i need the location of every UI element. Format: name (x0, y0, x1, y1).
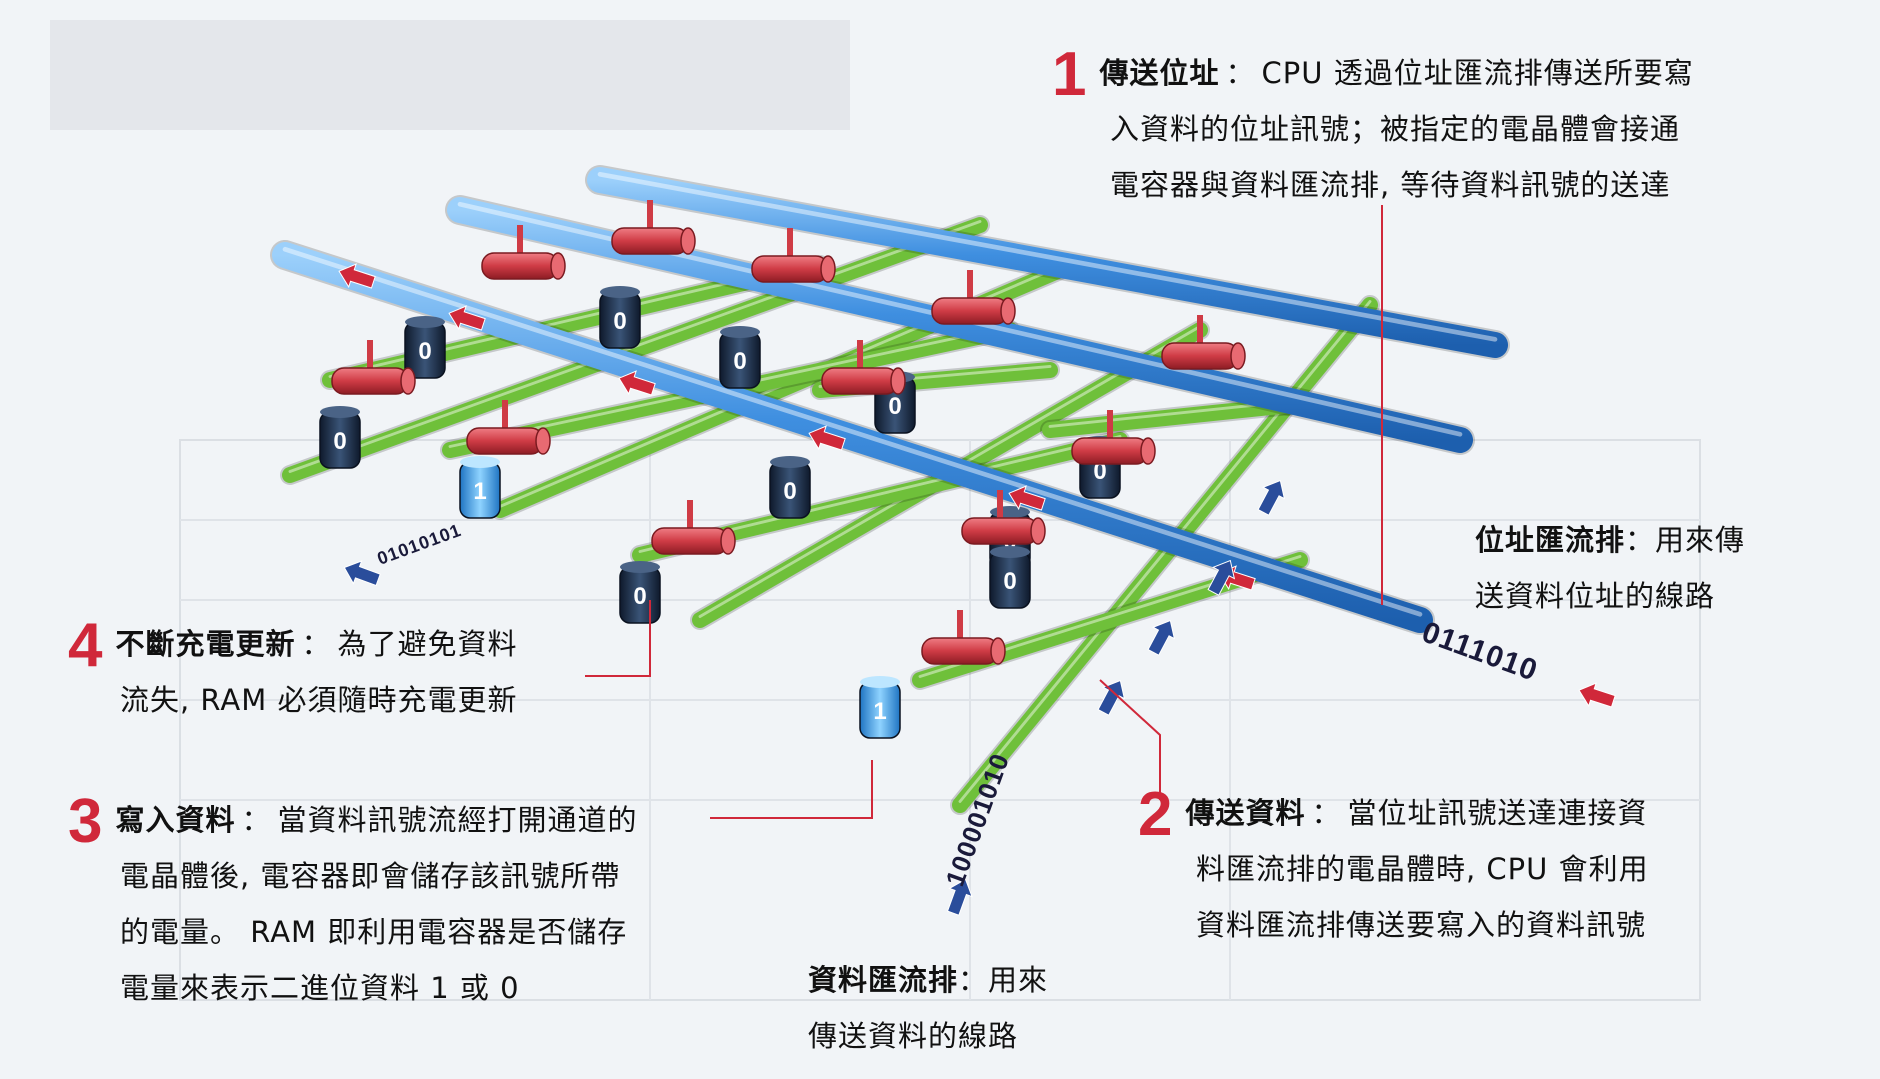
callout-step3: 3 寫入資料：當資料訊號流經打開通道的 電晶體後, 電容器即會儲存該訊號所帶 的… (68, 787, 638, 1006)
capacitor-top (460, 456, 500, 468)
callout-step2: 2 傳送資料：當位址訊號送達連接資 料匯流排的電晶體時, CPU 會利用 資料匯… (1138, 780, 1649, 943)
address-signal-arrow-4 (618, 370, 656, 396)
capacitor-top (620, 561, 660, 573)
transistor (931, 297, 1009, 325)
capacitor-top (860, 676, 900, 688)
transistor-end (820, 255, 836, 283)
capacitor-value: 1 (473, 478, 486, 505)
step1-title: 傳送位址 (1099, 56, 1220, 90)
leader-lines (585, 205, 1383, 819)
address-bus-title: 位址匯流排 (1475, 523, 1626, 557)
transistor-end (400, 367, 416, 395)
transistor-end (990, 637, 1006, 665)
data-signal-arrow-4 (1257, 479, 1286, 516)
transistor-end (1230, 342, 1246, 370)
data-input-arrow (946, 878, 973, 916)
capacitor-value: 0 (418, 338, 431, 365)
capacitor-value: 0 (1003, 568, 1016, 595)
leader-step2 (1099, 679, 1161, 800)
data-signal-arrow-1 (1097, 679, 1126, 716)
address-bit-string: 0111010 (1418, 616, 1543, 688)
transistor-end (720, 527, 736, 555)
capacitor-top (770, 456, 810, 468)
memory-cell-5: 0 (1079, 315, 1246, 499)
step3-number: 3 (68, 787, 104, 856)
step2-number: 2 (1138, 780, 1174, 849)
address-signal-arrow-5 (448, 305, 486, 331)
data-signal-arrow-3 (1207, 559, 1236, 596)
capacitor-value: 0 (613, 308, 626, 335)
step4-title: 不斷充電更新 (115, 627, 296, 661)
address-line-1 (585, 165, 1510, 360)
memory-cell-11: 1 (859, 610, 1006, 739)
transistor (481, 252, 559, 280)
step2-title: 傳送資料 (1185, 796, 1306, 830)
transistor-end (890, 367, 906, 395)
memory-cell-8: 0 (769, 340, 906, 519)
transistor (331, 367, 409, 395)
step4-number: 4 (68, 611, 104, 680)
capacitor-value: 0 (888, 393, 901, 420)
address-signal-arrow-2 (1008, 485, 1046, 511)
address-input-arrow (1578, 682, 1616, 708)
transistor (961, 517, 1039, 545)
capacitor-value: 0 (733, 348, 746, 375)
step1-line2: 入資料的位址訊號；被指定的電晶體會接通 (1110, 112, 1681, 146)
transistor-end (1140, 437, 1156, 465)
step1-line1: 傳送位址：CPU 透過位址匯流排傳送所要寫 (1099, 56, 1694, 90)
capacitor-value: 0 (633, 583, 646, 610)
outflow-arrow (343, 560, 381, 587)
memory-cell-12: 0 (961, 490, 1046, 609)
capacitor-top (720, 326, 760, 338)
data-bus-title: 資料匯流排 (808, 963, 959, 997)
background-print (50, 20, 1701, 1001)
row-line-5 (1040, 395, 1300, 440)
transistor (1071, 437, 1149, 465)
address-signal-arrow-6 (338, 263, 376, 289)
memory-cell-6: 0 (319, 340, 416, 469)
memory-cell-2: 0 (599, 200, 696, 349)
leader-step4 (585, 600, 651, 677)
transistor (466, 427, 544, 455)
capacitor-value: 0 (783, 478, 796, 505)
capacitor-top (405, 316, 445, 328)
memory-cells: 000000100010 (319, 200, 1246, 739)
memory-cell-7: 1 (459, 400, 551, 519)
transistor (751, 255, 829, 283)
capacitor-top (990, 506, 1030, 518)
transistor-end (535, 427, 551, 455)
transistor-end (550, 252, 566, 280)
capacitor-top (600, 286, 640, 298)
transistor (651, 527, 729, 555)
capacitor-value: 1 (873, 698, 886, 725)
leader-step3 (710, 760, 873, 819)
capacitor-top (320, 406, 360, 418)
callout-step1: 1 傳送位址：CPU 透過位址匯流排傳送所要寫 入資料的位址訊號；被指定的電晶體… (1052, 40, 1694, 213)
transistor (821, 367, 899, 395)
data-signal-arrow-2 (1147, 619, 1176, 656)
memory-cell-1: 0 (404, 225, 566, 379)
outflow-bit-string: 01010101 (375, 520, 465, 569)
transistor (921, 637, 999, 665)
address-signal-arrow-3 (808, 425, 846, 451)
transistor-end (1030, 517, 1046, 545)
transistor-end (1000, 297, 1016, 325)
step1-number: 1 (1052, 40, 1088, 109)
caption-data-bus: 資料匯流排：用來 傳送資料的線路 (808, 963, 1049, 1053)
transistor-end (680, 227, 696, 255)
memory-cell-3: 0 (719, 228, 836, 389)
transistor (611, 227, 689, 255)
step1-line3: 電容器與資料匯流排, 等待資料訊號的送達 (1110, 168, 1671, 202)
caption-address-bus: 位址匯流排：用來傳 送資料位址的線路 (1475, 523, 1746, 613)
step3-title: 寫入資料 (115, 803, 236, 837)
transistor (1161, 342, 1239, 370)
capacitor-value: 0 (333, 428, 346, 455)
callout-step4: 4 不斷充電更新：為了避免資料 流失, RAM 必須隨時充電更新 (68, 611, 518, 718)
capacitor-top (990, 546, 1030, 558)
